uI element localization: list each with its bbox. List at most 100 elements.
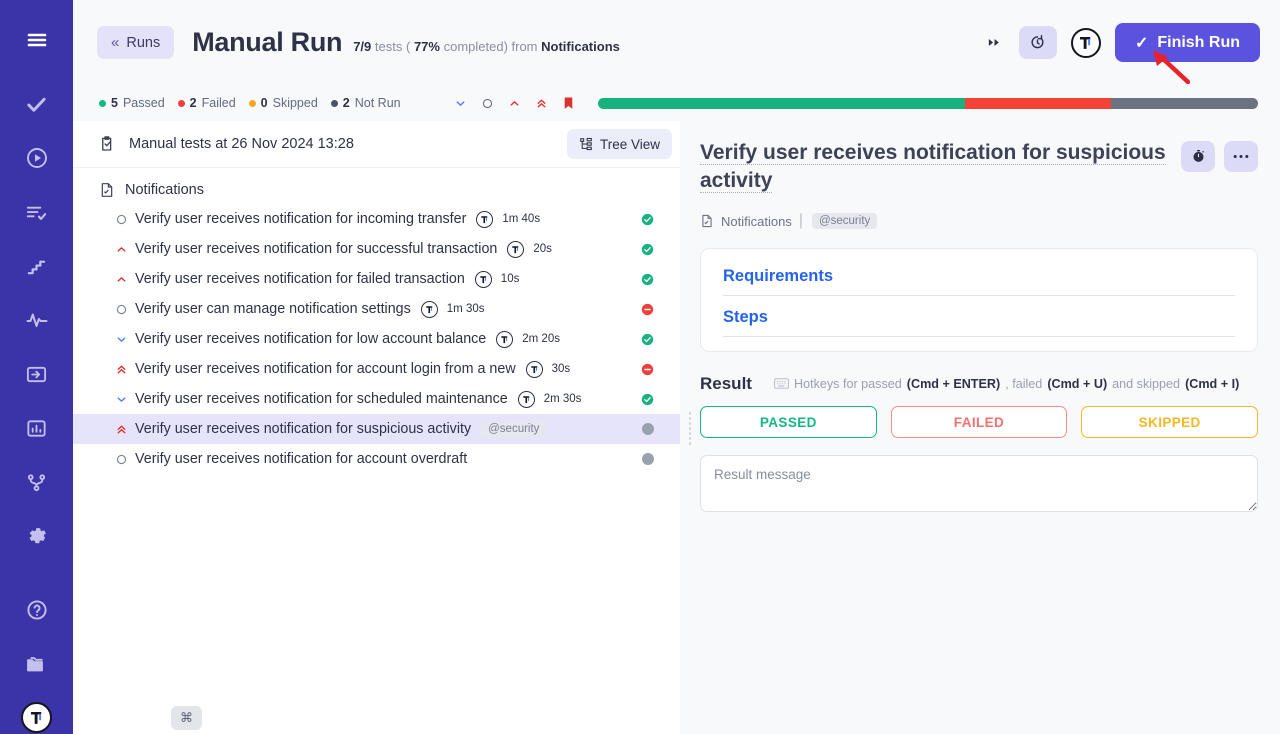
detail-title-actions: [1181, 139, 1258, 172]
test-row[interactable]: Verify user receives notification for in…: [73, 204, 680, 234]
test-duration: 1m 30s: [446, 303, 485, 315]
test-row[interactable]: Verify user receives notification for sc…: [73, 384, 680, 414]
priority-medium-filter[interactable]: [481, 96, 495, 110]
run-subtitle-tests: tests (: [374, 39, 411, 54]
passed-dot: [99, 99, 106, 107]
priority-medium-icon: [115, 213, 135, 226]
test-status-indicator: [629, 393, 654, 406]
test-duration: 20s: [533, 243, 552, 255]
test-status-indicator: [630, 453, 654, 465]
stopwatch-button[interactable]: [1181, 141, 1215, 172]
priority-high-icon: [115, 273, 135, 286]
priority-critical-filter[interactable]: [535, 96, 549, 110]
finish-run-label: Finish Run: [1157, 33, 1240, 51]
test-status-indicator: [629, 363, 654, 376]
status-counter-notrun: 2 Not Run: [330, 96, 401, 110]
priority-low-filter[interactable]: [454, 96, 468, 110]
test-row[interactable]: Verify user receives notification for ac…: [73, 444, 680, 474]
keyboard-icon: [774, 378, 789, 390]
status-strip: 5 Passed 2 Failed 0 Skipped 2 Not Run: [73, 85, 1280, 121]
status-counter-skipped: 0 Skipped: [248, 96, 318, 110]
left-nav-rail: [0, 0, 73, 734]
finish-check-icon: ✓: [1134, 34, 1149, 52]
activity-icon[interactable]: [19, 302, 55, 338]
run-progress-count: 7/9: [353, 39, 372, 54]
clipboard-check-icon: [99, 135, 117, 153]
back-chevron-icon: «: [111, 34, 120, 51]
skipped-dot: [248, 99, 256, 107]
test-duration: 2m 20s: [522, 333, 560, 345]
test-row-name: Verify user receives notification for in…: [135, 211, 467, 227]
import-icon[interactable]: [19, 356, 55, 392]
test-row[interactable]: Verify user receives notification for ac…: [73, 354, 680, 384]
detail-suite-label[interactable]: Notifications: [721, 213, 792, 229]
branch-icon[interactable]: [19, 464, 55, 500]
test-row[interactable]: Verify user receives notification for su…: [73, 414, 680, 444]
folder-icon[interactable]: [19, 646, 55, 682]
result-skipped-button[interactable]: SKIPPED: [1081, 406, 1259, 439]
priority-blocker-filter[interactable]: [562, 96, 576, 110]
test-duration: 30s: [551, 363, 571, 375]
back-to-runs-button[interactable]: « Runs: [97, 26, 175, 59]
priority-critical-icon: [115, 423, 135, 436]
run-progress-bar: [598, 97, 1258, 109]
play-circle-icon[interactable]: [19, 140, 55, 176]
brand-avatar[interactable]: [21, 702, 52, 733]
check-icon[interactable]: [19, 86, 55, 122]
result-buttons: PASSED FAILED SKIPPED: [700, 406, 1259, 439]
priority-high-filter[interactable]: [508, 96, 522, 110]
failed-dot: [177, 99, 185, 107]
section-link-steps[interactable]: Steps: [723, 308, 1235, 338]
priority-filter-group: [454, 96, 576, 110]
chart-icon[interactable]: [19, 410, 55, 446]
assignee-avatar: [496, 330, 514, 348]
steps-icon[interactable]: [19, 248, 55, 284]
result-failed-button[interactable]: FAILED: [890, 406, 1068, 439]
tree-view-button[interactable]: Tree View: [566, 129, 672, 159]
detail-meta: Notifications | @security: [700, 212, 1258, 230]
detail-title-row: Verify user receives notification for su…: [700, 139, 1258, 194]
test-row[interactable]: Verify user receives notification for su…: [73, 234, 680, 264]
menu-icon[interactable]: [19, 22, 55, 58]
test-list: Notifications Verify user receives notif…: [73, 168, 680, 734]
test-row-name: Verify user receives notification for ac…: [135, 451, 468, 467]
detail-title[interactable]: Verify user receives notification for su…: [700, 141, 1166, 193]
test-status-indicator: [629, 213, 654, 226]
test-status-indicator: [630, 423, 654, 435]
test-row[interactable]: Verify user receives notification for fa…: [73, 264, 680, 294]
test-list-icon[interactable]: [19, 194, 55, 230]
result-passed-button[interactable]: PASSED: [700, 406, 877, 439]
fast-forward-icon[interactable]: [986, 34, 1003, 51]
priority-low-icon: [115, 393, 135, 406]
progress-segment-failed: [964, 97, 1112, 109]
detail-more-button[interactable]: [1224, 141, 1258, 172]
test-status-indicator: [629, 303, 654, 316]
test-list-pane: Manual tests at 26 Nov 2024 13:28 Tree V…: [73, 121, 680, 734]
gear-icon[interactable]: [19, 518, 55, 554]
test-group-label: Notifications: [125, 182, 204, 198]
test-row-name: Verify user receives notification for lo…: [135, 331, 487, 347]
user-avatar[interactable]: [1070, 27, 1101, 58]
timer-reset-button[interactable]: [1018, 26, 1057, 59]
result-message-input[interactable]: [700, 455, 1258, 513]
test-tag-chip[interactable]: @security: [481, 421, 547, 437]
assignee-avatar: [517, 390, 535, 408]
help-icon[interactable]: [19, 592, 55, 628]
pane-splitter[interactable]: [680, 121, 700, 734]
test-row[interactable]: Verify user can manage notification sett…: [73, 294, 680, 324]
test-row-name: Verify user can manage notification sett…: [135, 301, 411, 317]
finish-run-button[interactable]: ✓ Finish Run: [1114, 23, 1260, 62]
splitter-grip: [688, 410, 692, 445]
passed-label: Passed: [122, 96, 165, 110]
test-row[interactable]: Verify user receives notification for lo…: [73, 324, 680, 354]
cmd-key-chip[interactable]: ⌘: [171, 706, 202, 730]
hotkey-text-5: (Cmd + I): [1185, 376, 1240, 391]
notrun-dot: [330, 99, 338, 107]
section-link-requirements[interactable]: Requirements: [723, 267, 1235, 297]
test-row-name: Verify user receives notification for su…: [135, 241, 498, 257]
run-subtitle: 7/9 tests ( 77% completed) from Notifica…: [353, 31, 620, 54]
test-group-notifications[interactable]: Notifications: [73, 176, 680, 204]
status-dot-notrun: [642, 453, 654, 465]
detail-tag-chip[interactable]: @security: [811, 213, 878, 230]
